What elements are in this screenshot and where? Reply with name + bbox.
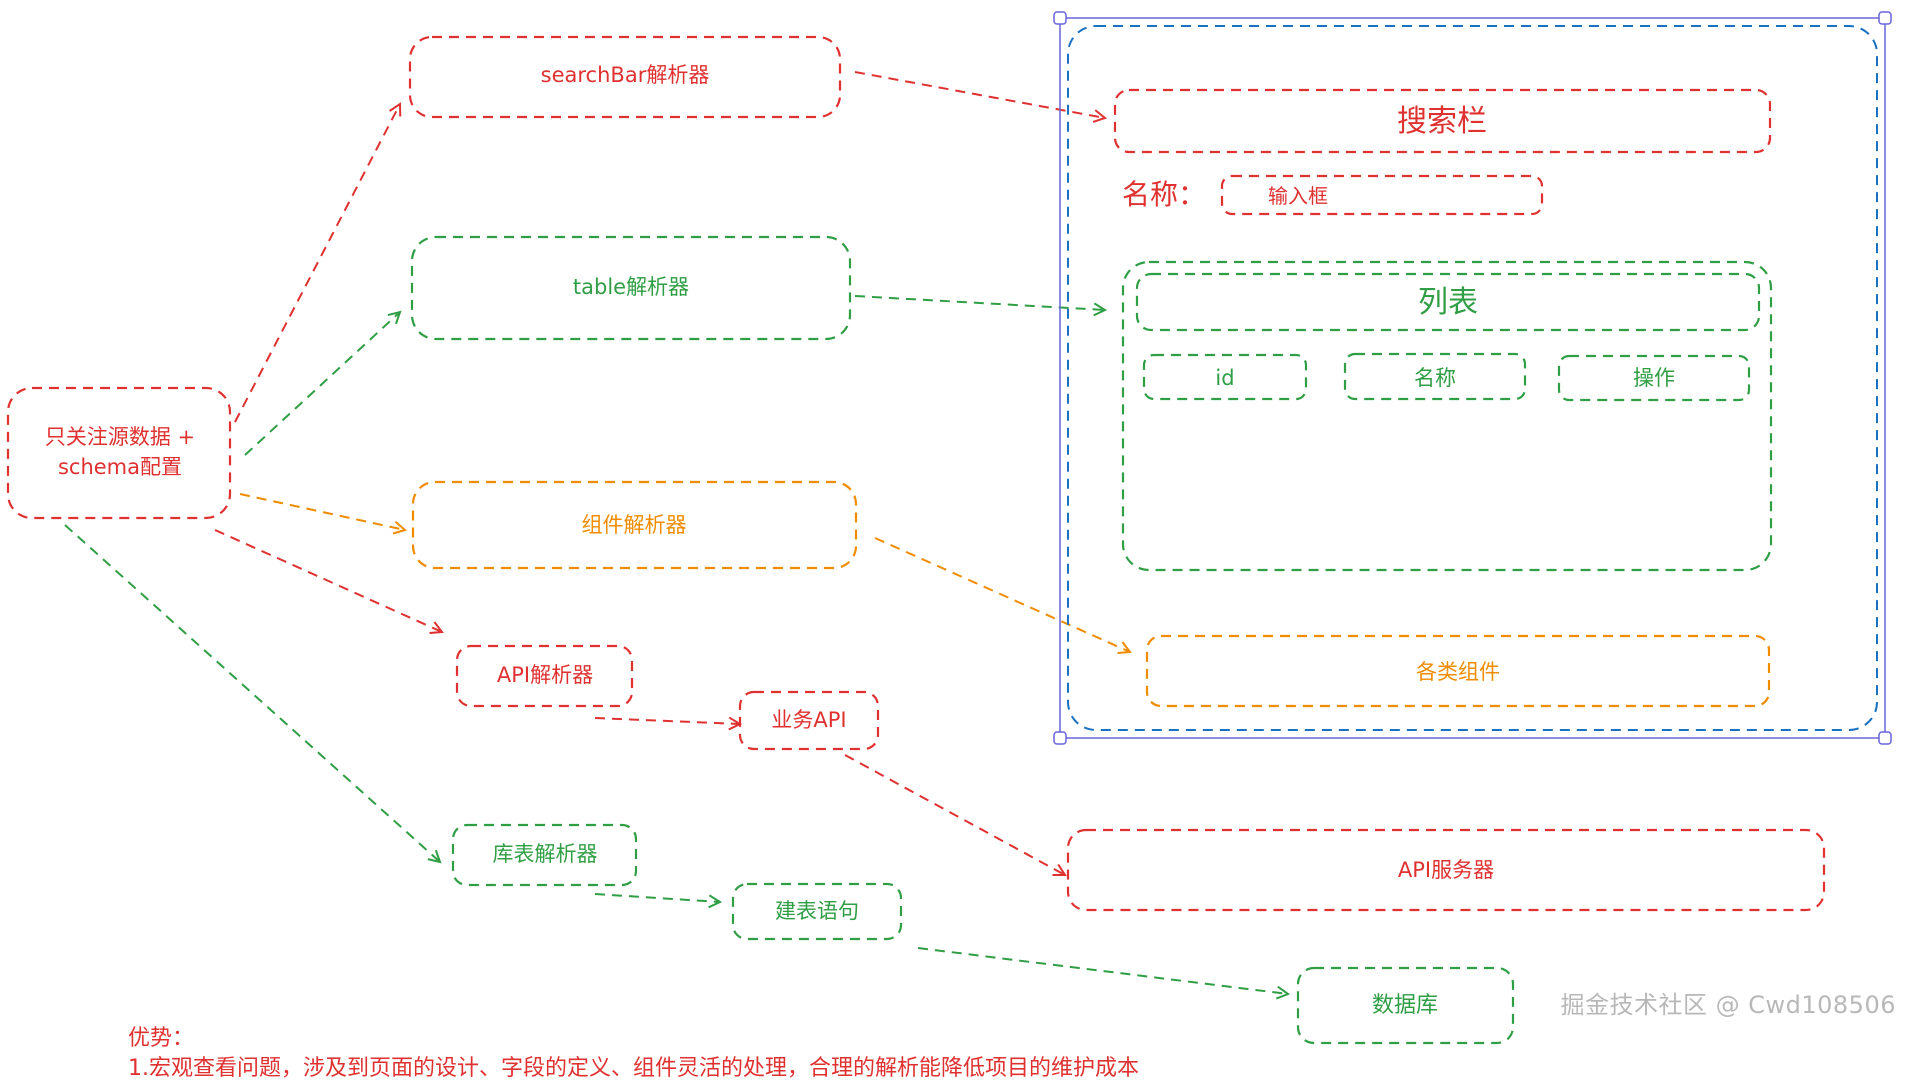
footer-line-1: 1.宏观查看问题，涉及到页面的设计、字段的定义、组件灵活的处理，合理的解析能降低…	[128, 1056, 1139, 1081]
input-box-label: 输入框	[1268, 184, 1328, 208]
arrow-business-to-server	[844, 754, 1065, 875]
arrow-source-to-component	[239, 493, 405, 530]
selection-handle-tr[interactable]	[1878, 11, 1892, 25]
selection-handle-br[interactable]	[1878, 731, 1892, 745]
page-frame[interactable]	[1053, 11, 1892, 745]
list-container[interactable]	[1121, 260, 1773, 572]
diagram-canvas: 只关注源数据 + schema配置 searchBar解析器 table解析器 …	[6, 11, 1892, 1045]
selection-handle-tl[interactable]	[1053, 11, 1067, 25]
arrow-searchbar-to-page	[854, 71, 1105, 118]
searchbar-parser-label: searchBar解析器	[541, 63, 710, 87]
database-node[interactable]	[1296, 966, 1515, 1045]
watermark: 掘金技术社区 @ Cwd108506	[1560, 991, 1896, 1019]
api-parser-label: API解析器	[497, 663, 593, 687]
column-action-label: 操作	[1633, 366, 1675, 390]
database-label: 数据库	[1372, 993, 1438, 1018]
business-api-node[interactable]	[738, 690, 880, 751]
arrow-source-to-api	[214, 529, 442, 632]
components-label: 各类组件	[1416, 660, 1500, 684]
page-container	[1067, 25, 1878, 731]
footer-heading: 优势：	[128, 1026, 195, 1051]
arrow-source-to-table	[244, 312, 400, 456]
arrow-dbtable-to-sql	[594, 893, 720, 902]
search-bar-title: 搜索栏	[1397, 104, 1487, 139]
dbtable-parser-node[interactable]	[451, 823, 638, 887]
api-parser-node[interactable]	[455, 644, 634, 708]
column-action-box[interactable]	[1557, 354, 1751, 402]
source-label-line1: 只关注源数据 +	[45, 425, 195, 449]
arrow-api-to-business	[594, 718, 740, 724]
column-id-label: id	[1215, 366, 1234, 390]
searchbar-parser-node[interactable]	[408, 35, 842, 119]
search-bar-box[interactable]	[1113, 88, 1772, 154]
business-api-label: 业务API	[771, 708, 846, 732]
components-box[interactable]	[1145, 634, 1771, 708]
api-server-node[interactable]	[1066, 828, 1826, 912]
source-node[interactable]	[6, 386, 232, 520]
column-name-label: 名称	[1414, 366, 1456, 390]
column-id-box[interactable]	[1142, 353, 1308, 401]
table-parser-label: table解析器	[573, 275, 689, 299]
list-title: 列表	[1418, 285, 1478, 320]
api-server-label: API服务器	[1398, 858, 1494, 882]
selection-box	[1059, 17, 1886, 739]
arrow-table-to-page	[854, 295, 1105, 310]
table-parser-node[interactable]	[410, 235, 852, 341]
source-label-line2: schema配置	[58, 455, 182, 479]
name-field-label: 名称：	[1122, 178, 1206, 211]
arrow-source-to-dbtable	[64, 524, 440, 862]
component-parser-label: 组件解析器	[582, 513, 687, 537]
create-table-sql-node[interactable]	[731, 882, 903, 941]
selection-handle-bl[interactable]	[1053, 731, 1067, 745]
arrow-sql-to-database	[917, 947, 1288, 994]
dbtable-parser-label: 库表解析器	[493, 842, 598, 866]
create-table-sql-label: 建表语句	[775, 899, 859, 923]
list-title-box[interactable]	[1135, 272, 1761, 332]
column-name-box[interactable]	[1343, 352, 1527, 401]
input-box[interactable]	[1220, 174, 1544, 216]
arrow-component-to-page	[874, 537, 1130, 652]
arrow-source-to-searchbar	[234, 104, 400, 423]
